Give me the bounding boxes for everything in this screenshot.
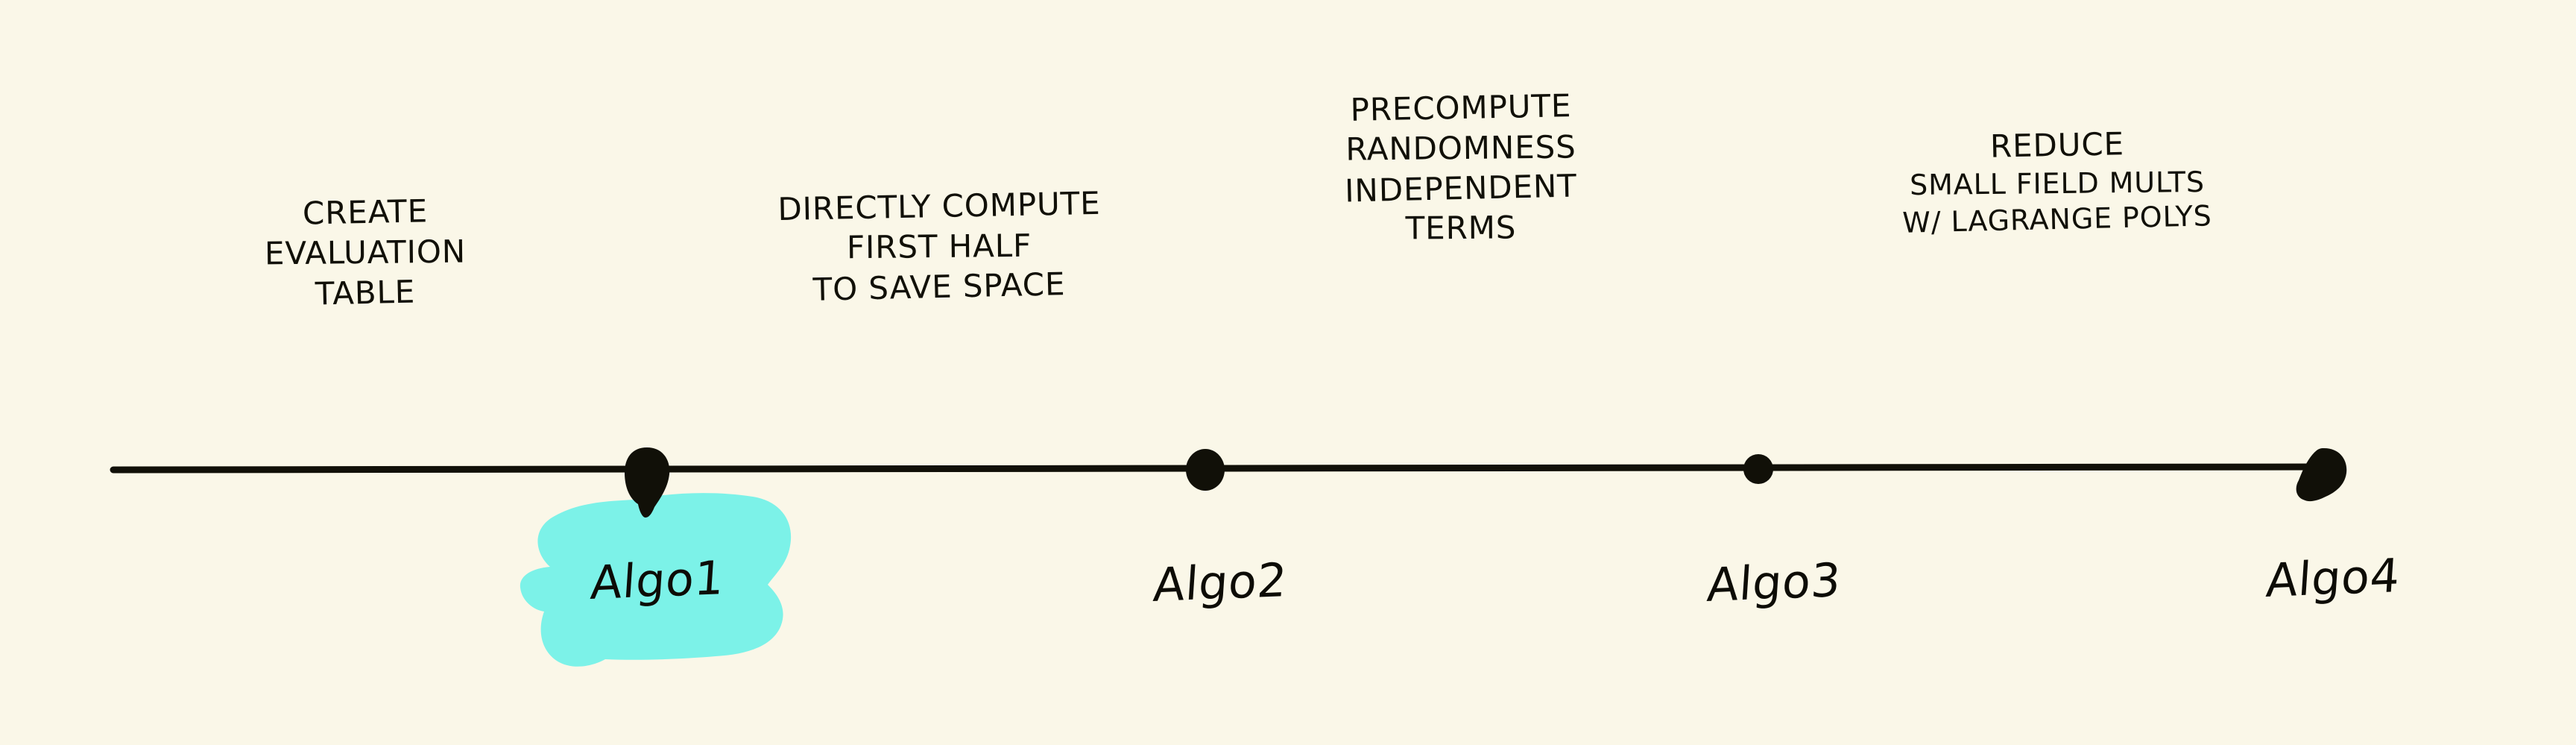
annotation-note-algo2: DIRECTLY COMPUTE FIRST HALF TO SAVE SPAC… [719,185,1159,307]
note-line: REDUCE [1989,125,2125,165]
milestone-label-algo1[interactable]: Algo1 [589,550,727,610]
timeline-axis [110,463,2322,474]
timeline-node-algo2[interactable] [1186,449,1225,491]
annotation-note-algo3: PRECOMPUTE RANDOMNESS INDEPENDENT TERMS [1252,87,1670,248]
note-line: RANDOMNESS [1345,128,1576,168]
milestone-label-algo4[interactable]: Algo4 [2264,547,2402,608]
timeline-node-algo1[interactable] [625,447,670,518]
algo1-highlight-blob [520,493,792,667]
timeline-node-algo4[interactable] [2296,448,2347,502]
annotation-note-algo1: CREATE EVALUATION TABLE [168,192,563,312]
note-line: TABLE [315,272,416,312]
note-line: TERMS [1405,209,1517,247]
milestone-label-algo2[interactable]: Algo2 [1152,552,1289,612]
annotation-note-algo4: REDUCE SMALL FIELD MULTS W/ LAGRANGE POL… [1804,125,2311,239]
note-line: EVALUATION [264,233,467,272]
milestone-label-algo3[interactable]: Algo3 [1705,552,1843,612]
note-line: FIRST HALF [846,227,1032,266]
note-line: CREATE [302,192,429,232]
note-line: INDEPENDENT [1344,166,1578,210]
timeline-node-algo3[interactable] [1743,454,1773,484]
note-line: TO SAVE SPACE [812,265,1066,308]
note-line: DIRECTLY COMPUTE [777,184,1102,228]
note-line: PRECOMPUTE [1350,87,1572,128]
